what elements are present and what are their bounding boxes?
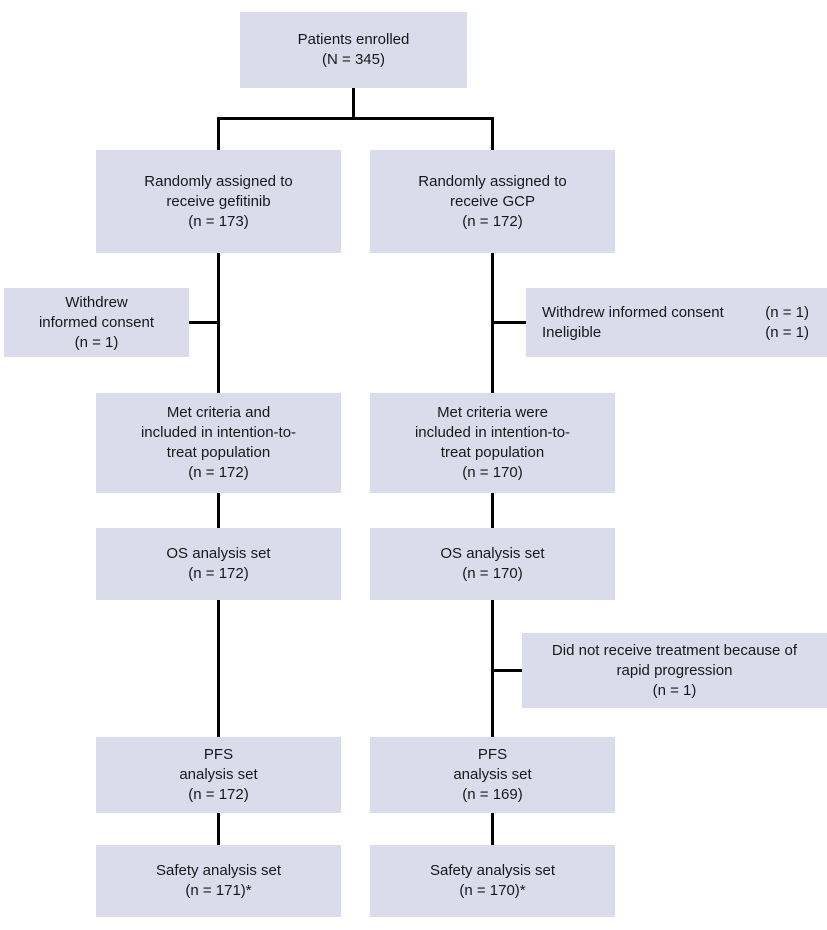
connector-left-os-to-pfs [217,600,220,737]
box-itt-population-left-text: Met criteria and included in intention-t… [140,404,297,481]
box-itt-population-right: Met criteria were included in intention-… [370,393,615,493]
connector-right-os-to-pfs [491,600,494,737]
connector-withdrew-left-stub [189,321,217,324]
box-pfs-analysis-right: PFS analysis set (n = 169) [370,737,615,813]
box-safety-analysis-left: Safety analysis set (n = 171)* [96,845,341,917]
box-os-analysis-left-text: OS analysis set (n = 172) [166,545,271,582]
box-did-not-receive-treatment-text: Did not receive treatment because of rap… [551,641,798,699]
connector-left-arm-to-itt [217,253,220,393]
box-safety-analysis-left-text: Safety analysis set (n = 171)* [155,862,282,899]
withdrew-right-row-label: Withdrew informed consent [542,303,724,321]
box-randomized-gcp-text: Randomly assigned to receive GCP (n = 17… [418,172,567,230]
box-withdrew-ineligible-right: Withdrew informed consent (n = 1) Inelig… [526,288,827,357]
connector-left-itt-to-os [217,493,220,528]
connector-enrolled-stem [352,88,355,118]
box-pfs-analysis-left-text: PFS analysis set (n = 172) [179,746,258,803]
connector-right-itt-to-os [491,493,494,528]
box-pfs-analysis-right-text: PFS analysis set (n = 169) [453,746,532,803]
connector-left-pfs-to-safety [217,813,220,845]
withdrew-right-row-label: Ineligible [542,323,602,341]
connector-right-arm-to-itt [491,253,494,393]
withdrew-right-row-value: (n = 1) [765,303,809,321]
box-randomized-gefitinib-text: Randomly assigned to receive gefitinib (… [144,172,293,230]
withdrew-right-row-value: (n = 1) [765,323,809,341]
box-os-analysis-left: OS analysis set (n = 172) [96,528,341,600]
withdrew-right-row: Ineligible (n = 1) [542,323,809,343]
connector-withdrew-right-stub [494,321,526,324]
box-os-analysis-right-text: OS analysis set (n = 170) [440,545,545,582]
connector-branch-horizontal [217,117,494,120]
box-did-not-receive-treatment: Did not receive treatment because of rap… [522,633,827,708]
withdrew-right-row: Withdrew informed consent (n = 1) [542,303,809,323]
box-patients-enrolled-text: Patients enrolled (N = 345) [297,31,410,68]
box-pfs-analysis-left: PFS analysis set (n = 172) [96,737,341,813]
box-randomized-gefitinib: Randomly assigned to receive gefitinib (… [96,150,341,253]
connector-right-branch-drop [491,117,494,150]
connector-right-pfs-to-safety [491,813,494,845]
box-safety-analysis-right-text: Safety analysis set (n = 170)* [429,862,556,899]
box-randomized-gcp: Randomly assigned to receive GCP (n = 17… [370,150,615,253]
connector-left-branch-drop [217,117,220,150]
box-safety-analysis-right: Safety analysis set (n = 170)* [370,845,615,917]
box-itt-population-right-text: Met criteria were included in intention-… [414,404,571,481]
box-itt-population-left: Met criteria and included in intention-t… [96,393,341,493]
connector-no-treatment-stub [494,669,522,672]
box-withdrew-consent-left-text: Withdrew informed consent (n = 1) [38,293,155,351]
box-withdrew-consent-left: Withdrew informed consent (n = 1) [4,288,189,357]
box-os-analysis-right: OS analysis set (n = 170) [370,528,615,600]
box-patients-enrolled: Patients enrolled (N = 345) [240,12,467,88]
